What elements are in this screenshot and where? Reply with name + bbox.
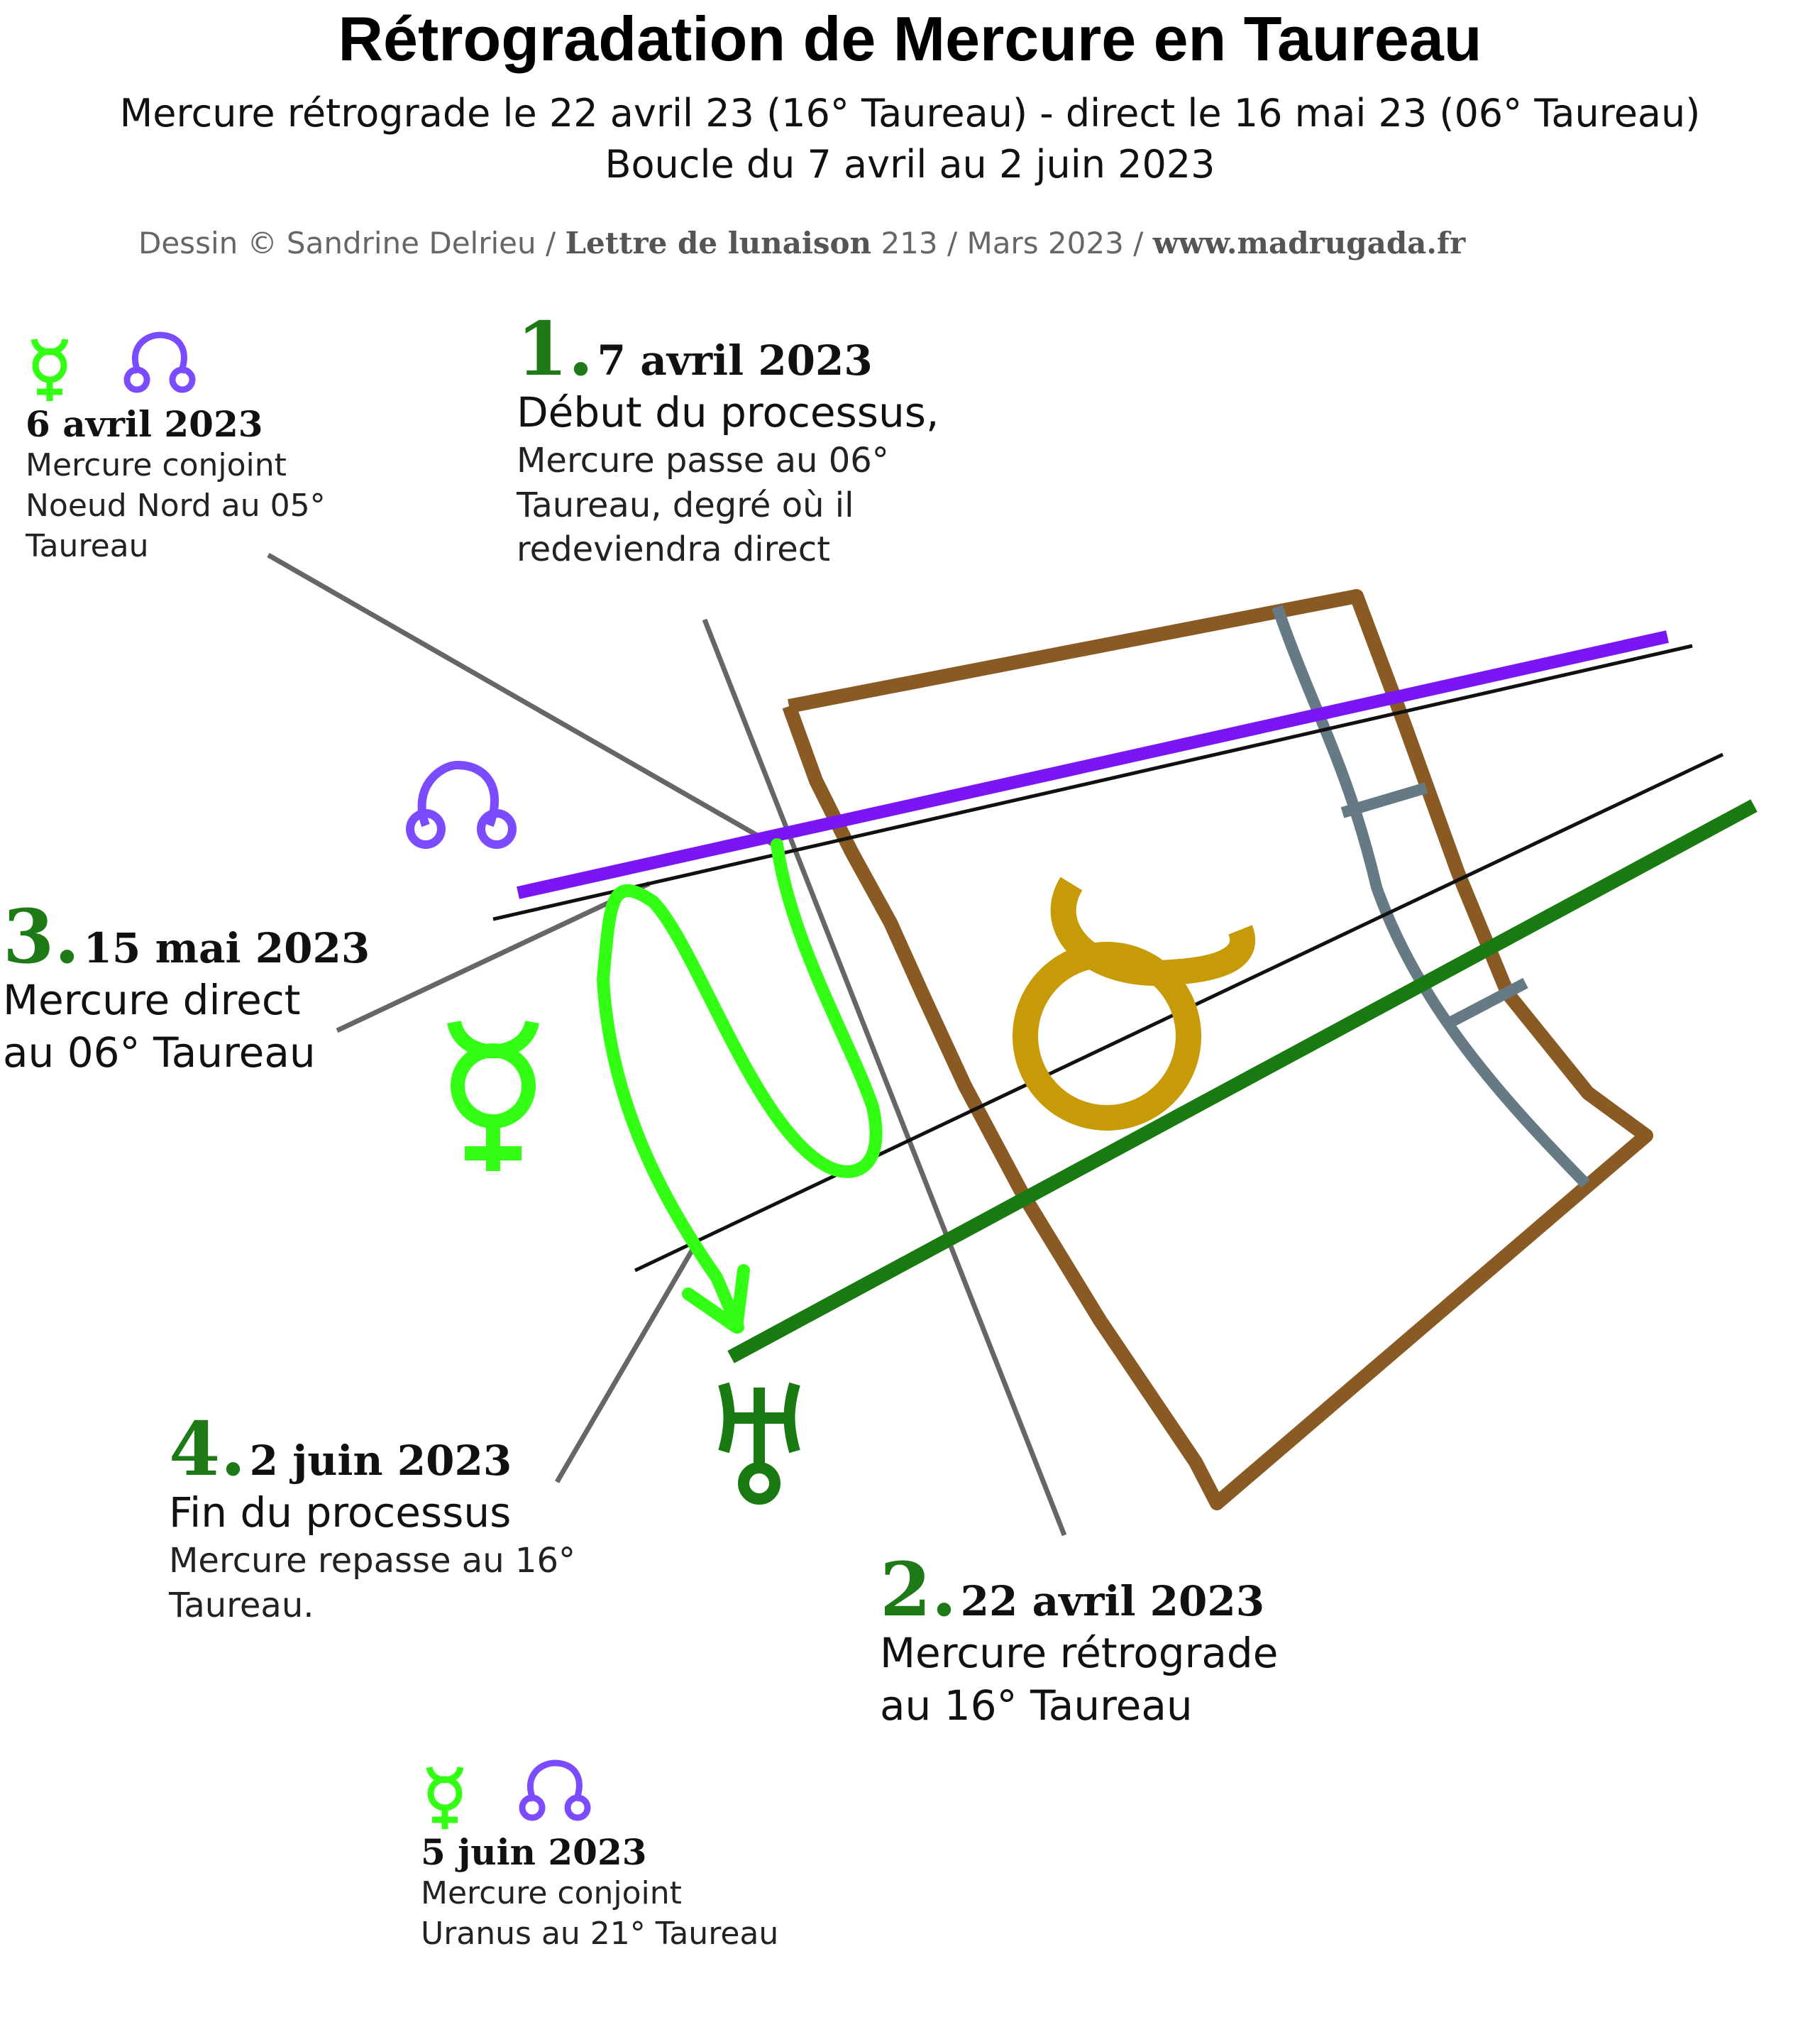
north-node-right-ring xyxy=(477,809,517,849)
conjunction-date: 6 avril 2023 xyxy=(26,403,263,445)
mercury-body xyxy=(451,1043,536,1128)
small-node-arc-2 xyxy=(526,1759,583,1802)
conjunction-line: Uranus au 21° Taureau xyxy=(421,1916,779,1953)
small-node-ring-right-1 xyxy=(169,366,196,393)
guide-line-step4 xyxy=(554,1237,702,1483)
mercury-icon xyxy=(447,1020,539,1171)
small-node-arc-1 xyxy=(131,331,187,374)
step-line: Taureau, degré où il xyxy=(517,485,854,525)
step-4: 4. 2 juin 2023 Fin du processus Mercure … xyxy=(169,1412,575,1627)
north-node-line xyxy=(517,630,1669,899)
conjunction-date: 5 juin 2023 xyxy=(421,1831,647,1873)
guide-line-step3 xyxy=(336,881,651,1033)
step-heading: Début du processus, xyxy=(517,388,939,436)
conjunction-node-note: 6 avril 2023 Mercure conjoint Noeud Nord… xyxy=(26,403,326,567)
subtitle-loop: Boucle du 7 avril au 2 juin 2023 xyxy=(605,142,1215,187)
step-line: Taureau. xyxy=(169,1585,314,1625)
taurus-circle xyxy=(1013,942,1201,1131)
credit-prefix: Dessin © Sandrine Delrieu / xyxy=(138,226,566,260)
uranus-line xyxy=(727,799,1758,1363)
small-mercury-body-1 xyxy=(32,348,67,383)
step-3: 3. 15 mai 2023 Mercure direct au 06° Tau… xyxy=(3,900,370,1079)
step-date: 2 juin 2023 xyxy=(249,1437,512,1485)
step-date: 22 avril 2023 xyxy=(960,1577,1265,1625)
step-line: au 06° Taureau xyxy=(3,1028,316,1077)
mercury-arrowhead xyxy=(682,1264,750,1334)
step-line: Mercure repasse au 16° xyxy=(169,1541,575,1581)
conjunction-line: Mercure conjoint xyxy=(421,1875,682,1911)
small-north-node-icon-1 xyxy=(123,331,196,393)
step-heading: Mercure rétrograde xyxy=(880,1629,1279,1677)
step-line: Mercure passe au 06° xyxy=(517,441,889,481)
step-number: 4. xyxy=(169,1405,246,1493)
step-date: 7 avril 2023 xyxy=(597,336,873,385)
conjunction-line: Taureau xyxy=(26,528,149,565)
conjunction-line: Noeud Nord au 05° xyxy=(26,488,326,525)
taurus-icon xyxy=(1013,877,1256,1131)
page-title: Rétrogradation de Mercure en Taureau xyxy=(338,4,1482,74)
uranus-icon xyxy=(718,1382,800,1505)
step-number: 2. xyxy=(880,1546,957,1633)
credit-publication: Lettre de lunaison xyxy=(565,226,872,260)
degree-tick-2 xyxy=(1448,977,1528,1028)
step-line: au 16° Taureau xyxy=(880,1681,1193,1730)
guide-line-node xyxy=(267,552,775,847)
step-heading: Mercure direct xyxy=(3,976,301,1024)
step-heading: Fin du processus xyxy=(169,1488,512,1537)
degree-tick-1 xyxy=(1340,782,1428,818)
degree-band xyxy=(1272,605,1590,1188)
step-1: 1. 7 avril 2023 Début du processus, Merc… xyxy=(517,312,939,571)
uranus-ring xyxy=(738,1462,781,1505)
guide-line-step1 xyxy=(702,618,1067,1537)
north-node-arc xyxy=(417,760,500,828)
mercury-loop-path xyxy=(596,838,883,1334)
sign-frame xyxy=(782,589,1653,1510)
subtitle-dates: Mercure rétrograde le 22 avril 23 (16° T… xyxy=(119,91,1701,136)
step-line: redeviendra direct xyxy=(517,529,831,570)
credit-website: www.madrugada.fr xyxy=(1152,226,1466,260)
credit-middle: 213 / Mars 2023 / xyxy=(871,226,1153,260)
small-north-node-icon-2 xyxy=(519,1759,591,1821)
small-node-ring-left-2 xyxy=(519,1794,546,1821)
conjunction-uranus-note: 5 juin 2023 Mercure conjoint Uranus au 2… xyxy=(421,1831,778,1954)
step-number: 1. xyxy=(517,305,594,392)
small-mercury-icon-1 xyxy=(31,338,69,401)
step-number: 3. xyxy=(3,893,80,980)
conjunction-line: Mercure conjoint xyxy=(26,447,287,483)
north-node-left-ring xyxy=(406,809,446,849)
step-2: 2. 22 avril 2023 Mercure rétrograde au 1… xyxy=(880,1553,1278,1732)
small-node-ring-right-2 xyxy=(564,1794,591,1821)
small-node-ring-left-1 xyxy=(123,366,150,393)
credit-line: Dessin © Sandrine Delrieu / Lettre de lu… xyxy=(138,226,1465,260)
ecliptic-line-upper xyxy=(492,644,1693,921)
step-date: 15 mai 2023 xyxy=(83,924,370,972)
small-mercury-icon-2 xyxy=(426,1766,464,1829)
north-node-icon xyxy=(406,760,517,849)
small-mercury-body-2 xyxy=(427,1776,463,1811)
